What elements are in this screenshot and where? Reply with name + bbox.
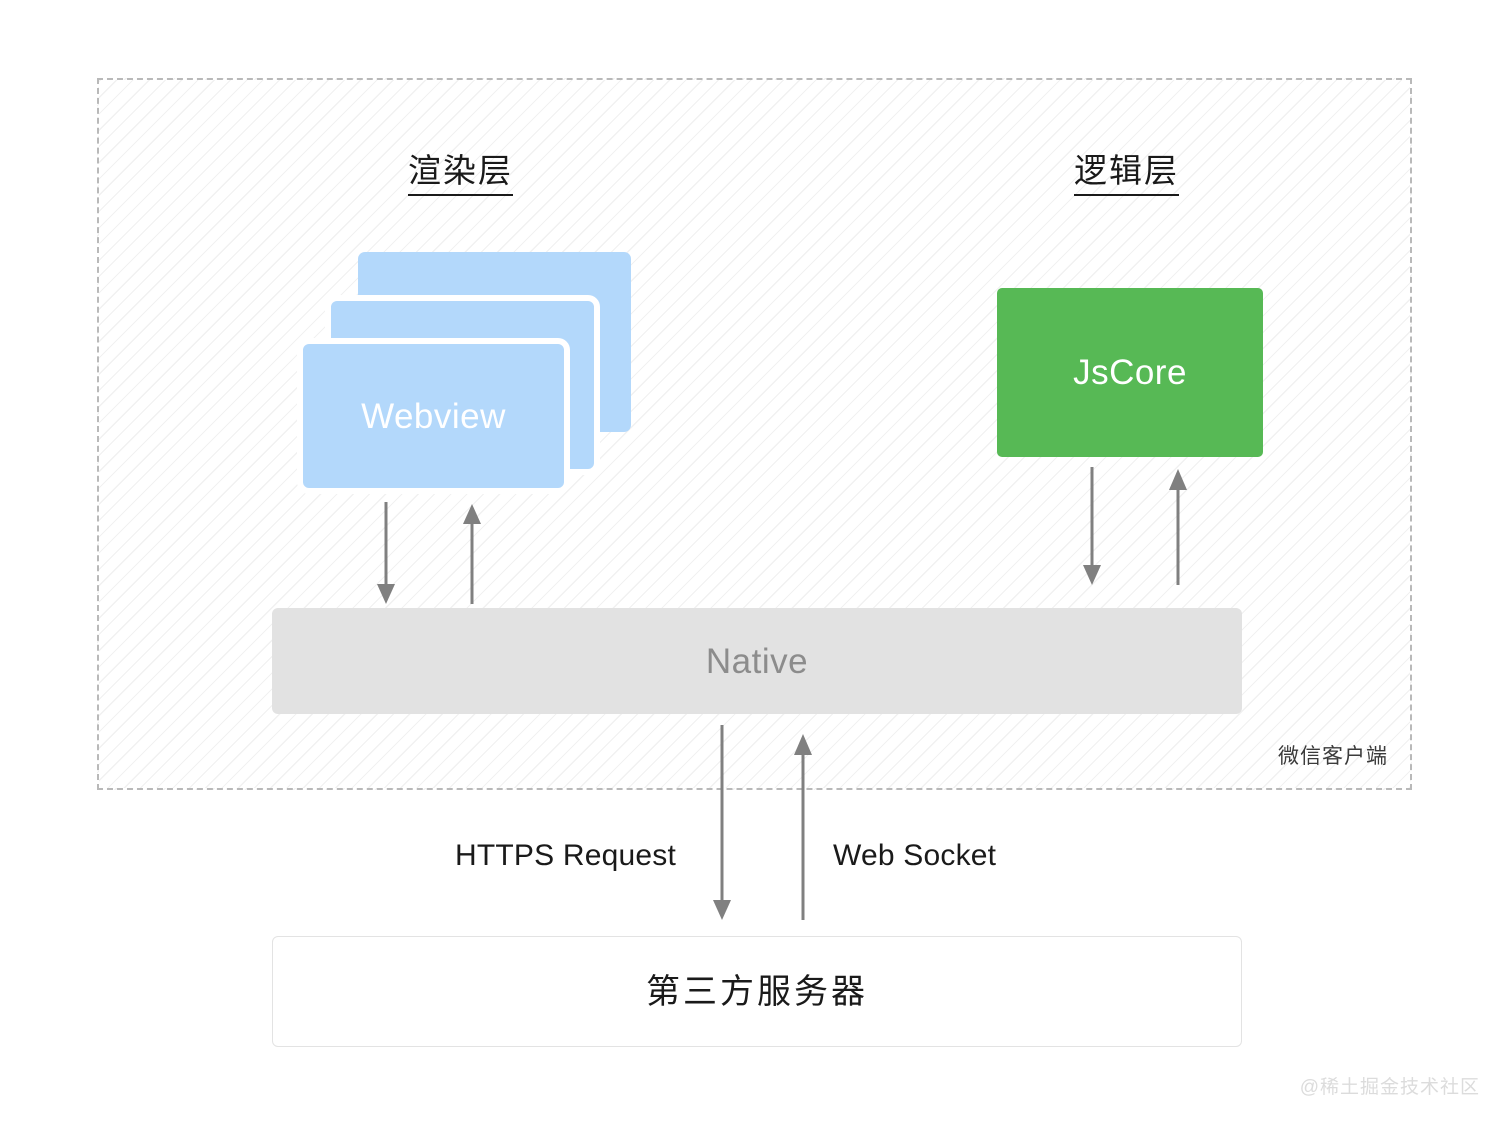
wechat-client-label: 微信客户端 bbox=[1278, 745, 1388, 768]
third-party-server-box: 第三方服务器 bbox=[272, 936, 1242, 1047]
native-server-arrows bbox=[713, 725, 812, 920]
web-socket-label: Web Socket bbox=[833, 839, 997, 872]
arrow-native-to-server-icon bbox=[713, 725, 731, 920]
jscore-label: JsCore bbox=[1073, 353, 1187, 392]
arrow-webview-to-native-icon bbox=[377, 502, 395, 604]
webview-card-front: Webview bbox=[297, 338, 570, 494]
https-request-label: HTTPS Request bbox=[455, 839, 677, 872]
native-bar: Native bbox=[272, 608, 1242, 714]
jscore-box: JsCore bbox=[997, 288, 1263, 457]
arrow-server-to-native-icon bbox=[794, 734, 812, 920]
render-layer-title: 渲染层 bbox=[408, 152, 513, 196]
third-party-server-label: 第三方服务器 bbox=[646, 972, 868, 1011]
arrow-jscore-to-native-icon bbox=[1083, 467, 1101, 585]
jscore-native-arrows bbox=[1083, 467, 1187, 585]
webview-label: Webview bbox=[361, 396, 506, 436]
webview-native-arrows bbox=[377, 502, 481, 604]
watermark: @稀土掘金技术社区 bbox=[1299, 1077, 1480, 1098]
arrow-native-to-jscore-icon bbox=[1169, 469, 1187, 585]
native-label: Native bbox=[705, 641, 809, 681]
logic-layer-title: 逻辑层 bbox=[1074, 152, 1179, 196]
arrow-native-to-webview-icon bbox=[463, 504, 481, 604]
webview-stack: Webview bbox=[290, 245, 640, 505]
